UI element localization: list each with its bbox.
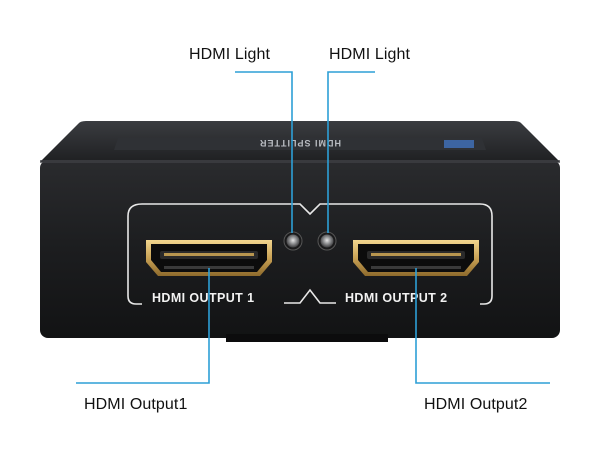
- panel-line-left: [142, 203, 493, 305]
- device-body: [40, 160, 560, 338]
- callout-line-output-2: [415, 268, 550, 384]
- led-light-right: [317, 231, 337, 251]
- callout-line-light-right: [327, 71, 375, 233]
- hdmi-port-1[interactable]: [146, 240, 272, 276]
- callout-label-hdmi-light-right: HDMI Light: [329, 46, 411, 63]
- callout-label-hdmi-light-left: HDMI Light: [189, 46, 271, 63]
- callout-line-output-1: [76, 268, 210, 384]
- callout-label-hdmi-output-1: HDMI Output1: [84, 396, 188, 413]
- hdmi-port-2[interactable]: [353, 240, 479, 276]
- panel-line-left-side: [127, 203, 143, 305]
- panel-chevron-bottom: [284, 288, 336, 304]
- callout-line-light-left: [235, 71, 293, 233]
- led-light-left: [283, 231, 303, 251]
- brand-text: HDMI SPLITTER: [259, 138, 341, 148]
- brand-logo: [444, 140, 474, 148]
- device-foot: [226, 334, 388, 342]
- port-1-label: HDMI OUTPUT 1: [152, 291, 254, 305]
- port-2-label: HDMI OUTPUT 2: [345, 291, 447, 305]
- brand-plate: [114, 138, 486, 150]
- callout-label-hdmi-output-2: HDMI Output2: [424, 396, 528, 413]
